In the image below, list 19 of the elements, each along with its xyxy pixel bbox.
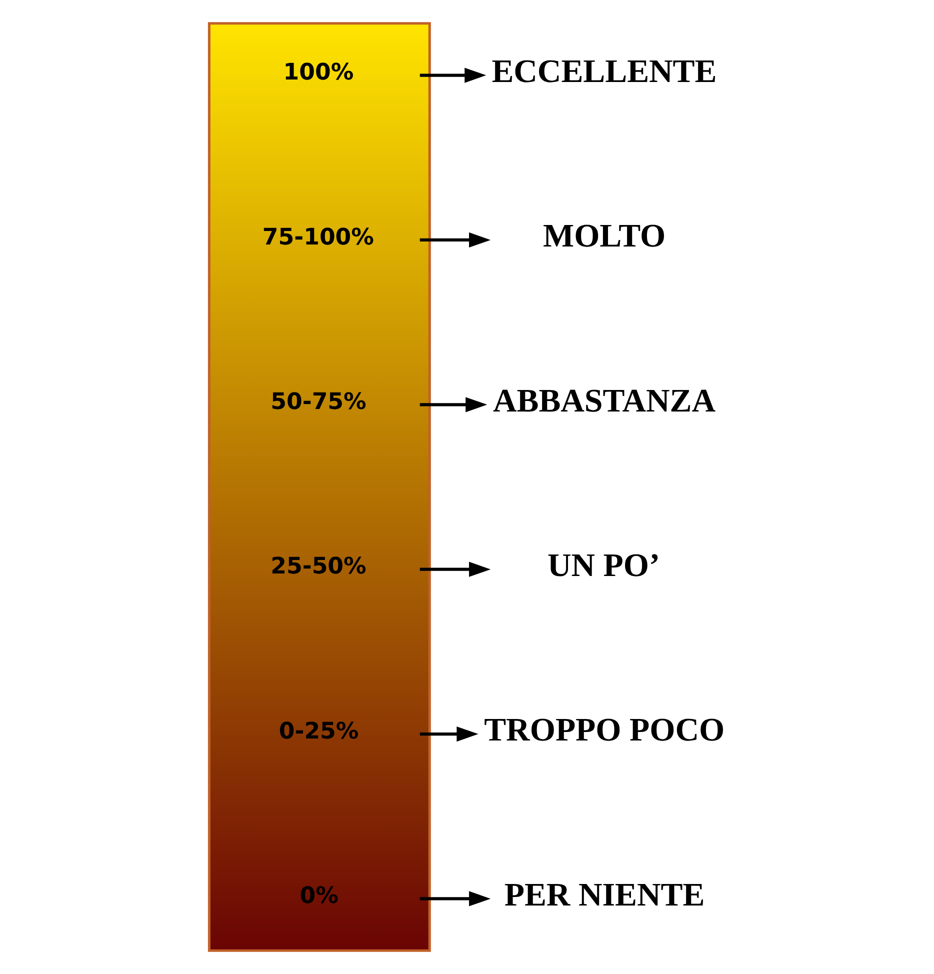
- node-text: 50-75%: [270, 388, 366, 415]
- node-text: 100%: [283, 60, 354, 86]
- arrow: [420, 726, 478, 742]
- node-text: 25-50%: [270, 554, 366, 580]
- node-text: 0%: [300, 883, 338, 910]
- node-text: PER NIENTE: [504, 877, 705, 914]
- arrow: [420, 562, 491, 577]
- node-text: ECCELLENTE: [492, 54, 717, 90]
- node-text: 75-100%: [262, 224, 374, 250]
- node-text: MOLTO: [543, 218, 666, 255]
- node-text: 0-25%: [278, 718, 359, 744]
- node-text: TROPPO POCO: [484, 712, 725, 749]
- arrow: [420, 397, 488, 412]
- node-text: ABBASTANZA: [492, 383, 716, 420]
- arrow: [420, 891, 491, 906]
- arrow: [420, 68, 486, 83]
- cluster: [208, 22, 431, 952]
- arrow: [420, 232, 491, 248]
- node-text: UN PO’: [547, 548, 660, 584]
